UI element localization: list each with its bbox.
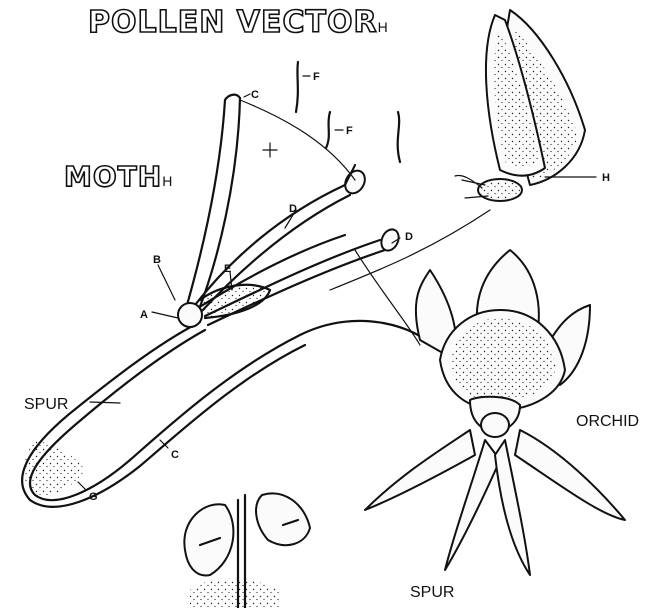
proboscis-outer (30, 321, 430, 500)
orchid-center (481, 413, 509, 437)
orchid-lower-sepal-left (365, 430, 475, 510)
callout-d-left: D (289, 203, 297, 215)
callout-c-bottom: C (171, 449, 179, 461)
leader-g (78, 482, 86, 490)
title-text: POLLEN VECTORH (88, 5, 388, 40)
leader-a (152, 312, 178, 318)
small-flower-base (190, 579, 280, 608)
star-mark (263, 143, 277, 157)
appendage-lower-tip (378, 227, 402, 254)
callout-a: A (140, 309, 148, 321)
leader-b (158, 265, 175, 300)
moth-illustration (455, 10, 585, 201)
moth-leg-1 (462, 180, 485, 185)
connector-to-orchid (355, 250, 420, 345)
pollinia-group (296, 62, 400, 185)
head-base (178, 303, 202, 327)
label-spur-bottom: SPUR (410, 584, 454, 601)
subtitle-subscript: H (162, 173, 172, 189)
title-subscript: H (378, 19, 388, 35)
callout-b: B (153, 254, 161, 266)
pollinium-1 (296, 62, 298, 112)
membrane-line (240, 100, 355, 180)
small-flower-right (256, 493, 310, 545)
small-flower-left (184, 504, 233, 575)
leader-spur (90, 402, 120, 403)
subtitle-text: MOTHH (64, 160, 172, 193)
callout-g: G (89, 491, 98, 503)
pollinium-2 (326, 112, 330, 148)
callout-e: E (224, 263, 231, 275)
pollinium-3 (398, 112, 400, 162)
proboscis-tip-stipple (23, 440, 85, 495)
label-orchid: ORCHID (576, 413, 639, 430)
small-flower-illustration (184, 493, 310, 608)
subtitle-main: MOTH (64, 160, 162, 193)
callout-h: H (602, 172, 610, 184)
callout-f-top: F (313, 71, 320, 83)
callout-f-mid: F (346, 125, 353, 137)
label-spur-left: SPUR (24, 396, 68, 413)
callout-c-top: C (251, 89, 259, 101)
title-main: POLLEN VECTOR (88, 5, 378, 40)
leader-c1 (244, 94, 250, 97)
orchid-lower-sepal-right (515, 430, 625, 520)
callout-d-right: D (405, 231, 413, 243)
